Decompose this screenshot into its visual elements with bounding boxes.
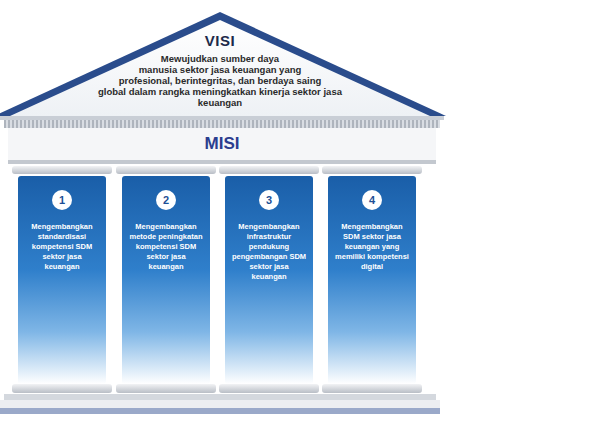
roof-eave <box>0 116 444 120</box>
callout-number: 3 <box>259 190 279 210</box>
mission-text: Mengembangkan SDM sektor jasa keuangan y… <box>328 222 416 272</box>
number-circle: 1 <box>52 190 72 210</box>
step-top <box>4 394 436 400</box>
callout-number: 2 <box>156 190 176 210</box>
callout-number: 4 <box>362 190 382 210</box>
mission-pillar: 4Mengembangkan SDM sektor jasa keuangan … <box>328 176 416 384</box>
step-middle <box>0 400 440 408</box>
mission-text: Mengembangkan metode peningkatan kompete… <box>122 222 210 272</box>
callout-number: 1 <box>52 190 72 210</box>
vision-heading: VISI <box>0 32 440 50</box>
vision-roof: VISI Mewujudkan sumber daya manusia sekto… <box>0 32 440 120</box>
number-circle: 3 <box>259 190 279 210</box>
mission-band: MISI <box>8 128 436 160</box>
mission-heading: MISI <box>8 128 436 160</box>
roof-outline <box>0 12 446 116</box>
architrave-edge <box>8 160 436 164</box>
column-bases <box>12 384 422 393</box>
mission-text: Mengembangkan standardisasi kompetensi S… <box>18 222 106 272</box>
architrave <box>8 128 436 160</box>
mission-text: Mengembangkan infrastruktur pendukung pe… <box>225 222 313 282</box>
dentil-band <box>4 120 440 128</box>
column-capitals <box>12 166 422 174</box>
number-circle: 4 <box>362 190 382 210</box>
step-bottom <box>0 408 440 414</box>
vision-text: Mewujudkan sumber daya manusia sektor ja… <box>0 53 440 108</box>
mission-pillar: 3Mengembangkan infrastruktur pendukung p… <box>225 176 313 384</box>
mission-pillar: 2Mengembangkan metode peningkatan kompet… <box>122 176 210 384</box>
mission-pillar: 1Mengembangkan standardisasi kompetensi … <box>18 176 106 384</box>
number-circle: 2 <box>156 190 176 210</box>
